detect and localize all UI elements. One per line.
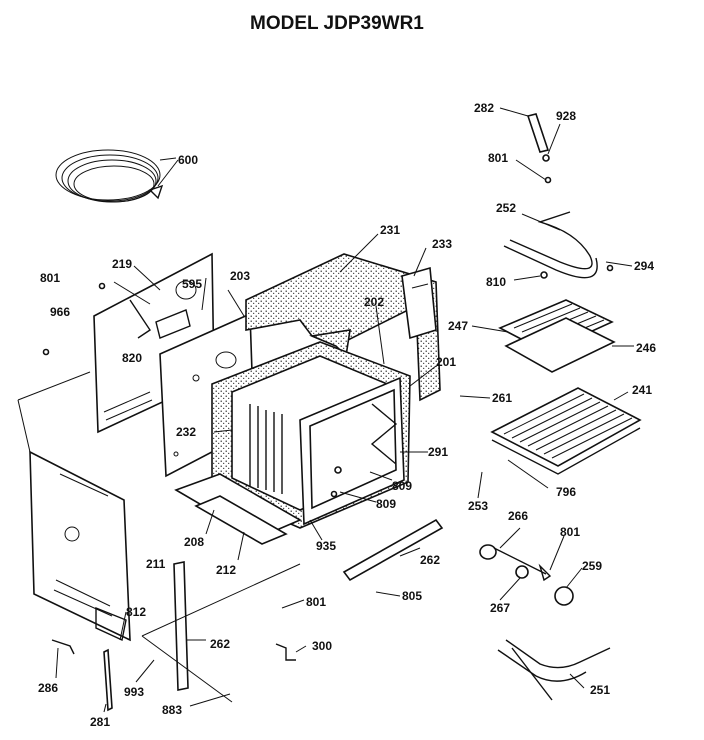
- label-262: 262: [420, 553, 440, 567]
- label-208: 208: [184, 535, 204, 549]
- label-219: 219: [112, 257, 132, 271]
- label-246: 246: [636, 341, 656, 355]
- part-241-oven-rack: [490, 387, 642, 475]
- part-266-assembly: [479, 544, 574, 606]
- part-600-cord: [55, 149, 179, 203]
- label-212: 212: [216, 563, 236, 577]
- part-211-side-panel: [17, 371, 131, 642]
- label-266: 266: [508, 509, 528, 523]
- diagram-title: MODEL JDP39WR1: [250, 13, 424, 34]
- label-810: 810: [486, 275, 506, 289]
- label-262: 262: [210, 637, 230, 651]
- label-253: 253: [468, 499, 488, 513]
- label-595: 595: [182, 277, 202, 291]
- label-231: 231: [380, 223, 400, 237]
- label-801: 801: [40, 271, 60, 285]
- label-291: 291: [428, 445, 448, 459]
- part-251-bake-element: [497, 639, 611, 701]
- label-820: 820: [122, 351, 142, 365]
- part-262-horizontal-strip: [342, 518, 444, 582]
- label-801: 801: [306, 595, 326, 609]
- label-252: 252: [496, 201, 516, 215]
- part-282-tube: [499, 107, 561, 184]
- label-928: 928: [556, 109, 576, 123]
- label-232: 232: [176, 425, 196, 439]
- label-233: 233: [432, 237, 452, 251]
- leader-lines: [55, 157, 634, 713]
- part-hardware-small: [42, 282, 296, 712]
- label-600: 600: [178, 153, 198, 167]
- label-282: 282: [474, 101, 494, 115]
- label-286: 286: [38, 681, 58, 695]
- label-281: 281: [90, 715, 110, 729]
- label-247: 247: [448, 319, 468, 333]
- label-294: 294: [634, 259, 654, 273]
- label-809: 809: [392, 479, 412, 493]
- label-966: 966: [50, 305, 70, 319]
- part-247-broil-pan: [498, 299, 616, 373]
- part-208-bottom: [174, 473, 302, 545]
- label-796: 796: [556, 485, 576, 499]
- label-809: 809: [376, 497, 396, 511]
- label-201: 201: [436, 355, 456, 369]
- label-267: 267: [490, 601, 510, 615]
- label-203: 203: [230, 269, 250, 283]
- label-801: 801: [488, 151, 508, 165]
- part-252-broil-element: [503, 211, 633, 281]
- label-993: 993: [124, 685, 144, 699]
- label-801: 801: [560, 525, 580, 539]
- label-251: 251: [590, 683, 610, 697]
- part-202-inner-liner: [299, 376, 405, 526]
- label-805: 805: [402, 589, 422, 603]
- part-233-side-strip: [401, 266, 437, 340]
- label-211: 211: [146, 557, 166, 571]
- label-202: 202: [364, 295, 384, 309]
- label-300: 300: [312, 639, 332, 653]
- label-241: 241: [632, 383, 652, 397]
- label-261: 261: [492, 391, 512, 405]
- label-259: 259: [582, 559, 602, 573]
- part-262-vertical-strip: [141, 561, 301, 703]
- label-883: 883: [162, 703, 182, 717]
- label-812: 812: [126, 605, 146, 619]
- label-935: 935: [316, 539, 336, 553]
